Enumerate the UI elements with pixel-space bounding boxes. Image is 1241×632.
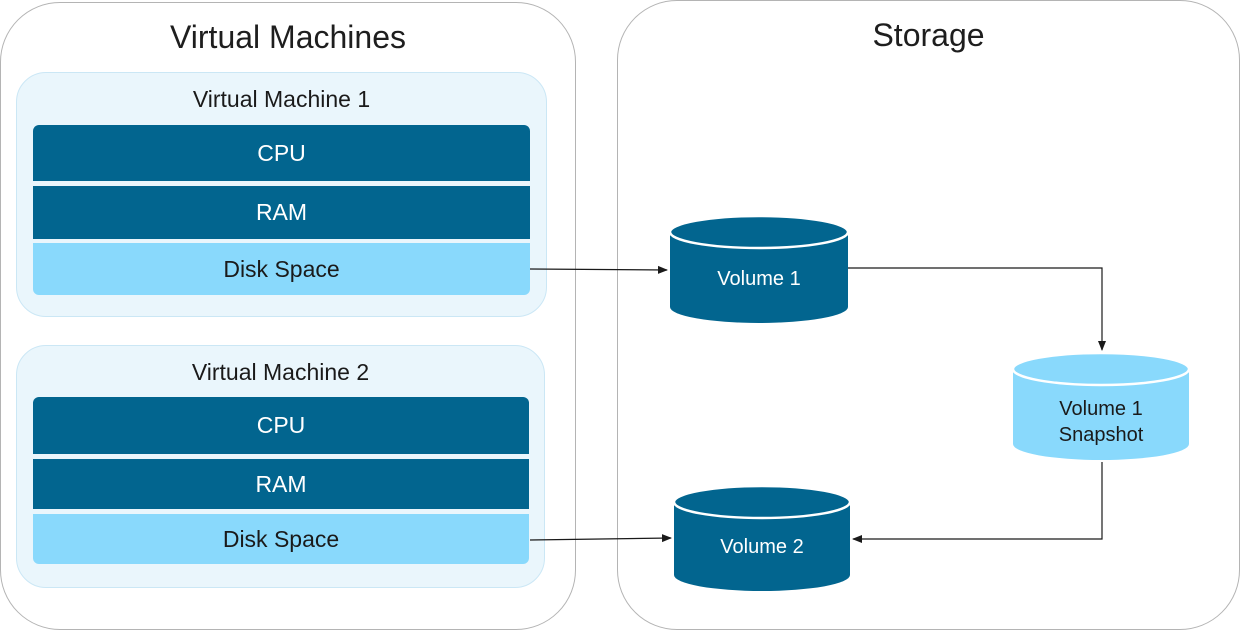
snapshot-label: Volume 1 Snapshot <box>1013 396 1189 448</box>
arrow-snapshot-to-volume-2 <box>852 462 1103 543</box>
vm-2-disk-space: Disk Space <box>33 514 529 564</box>
vm-2-cpu: CPU <box>33 397 529 454</box>
storage-title: Storage <box>872 17 985 53</box>
arrow-vm1-disk-to-volume-1 <box>529 265 668 274</box>
snapshot-label-line-1: Volume 1 <box>1059 398 1143 420</box>
arrow-volume-1-to-snapshot <box>848 267 1106 351</box>
vm-1-title: Virtual Machine 1 <box>192 86 371 112</box>
volume-1-label: Volume 1 <box>717 268 801 290</box>
snapshot-label-line-2: Snapshot <box>1058 424 1144 446</box>
virtual-machines-title: Virtual Machines <box>170 19 406 55</box>
volume-2-cylinder <box>672 484 852 591</box>
vm-1-disk-space: Disk Space <box>33 243 530 295</box>
vm-1-cpu: CPU <box>33 125 530 181</box>
snapshot-cylinder <box>1011 351 1191 460</box>
vm-1-ram: RAM <box>33 186 530 239</box>
volume-1-cylinder <box>668 214 850 323</box>
vm-2-title: Virtual Machine 2 <box>191 359 370 385</box>
volume-2-label: Volume 2 <box>720 536 804 558</box>
vm-2-ram: RAM <box>33 459 529 509</box>
arrow-vm2-disk-to-volume-2 <box>529 534 672 543</box>
